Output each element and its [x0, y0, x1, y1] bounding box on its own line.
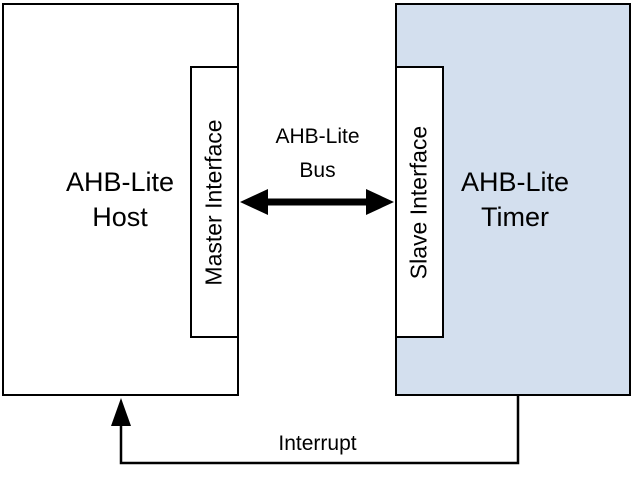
interrupt-line [119, 396, 520, 465]
interrupt-label: Interrupt [278, 432, 357, 455]
host-label: AHB-Lite Host [65, 167, 175, 232]
bus-label: AHB-Lite Bus [275, 125, 360, 182]
slave-interface-label: Slave Interface [405, 125, 432, 280]
interrupt-arrow-head [111, 398, 131, 426]
master-interface-block [190, 66, 239, 338]
bus-arrow-head-left [240, 189, 268, 215]
timer-label: AHB-Lite Timer [460, 167, 570, 232]
slave-interface-block [395, 66, 444, 338]
master-interface-label: Master Interface [200, 119, 227, 286]
bus-arrow-head-right [366, 189, 394, 215]
